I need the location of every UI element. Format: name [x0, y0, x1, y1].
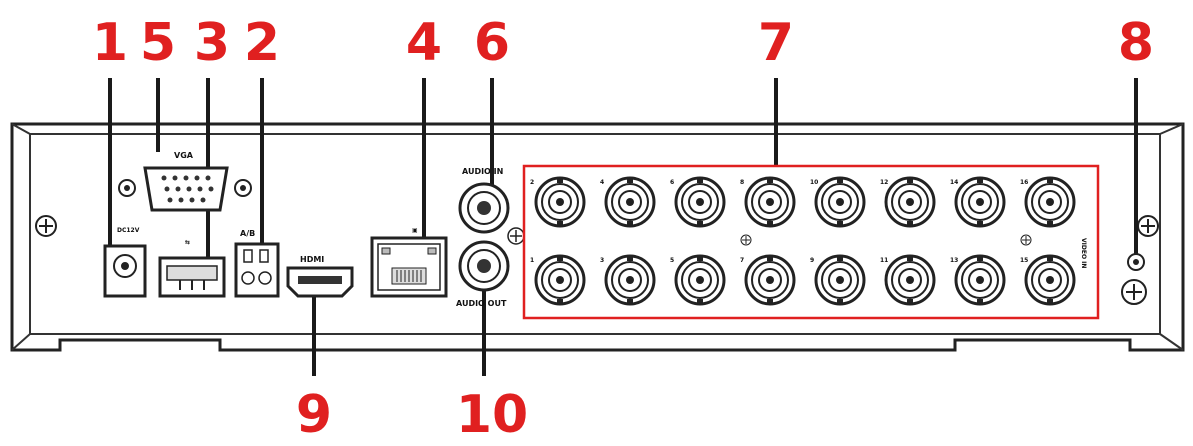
callout-1: 1	[92, 13, 128, 73]
bnc-channel-label: 14	[950, 179, 958, 186]
hdmi-port: HDMI	[286, 255, 354, 298]
ab-label: A/B	[240, 229, 255, 238]
callout-10: 10	[456, 385, 528, 445]
usb-port: ⇆	[158, 239, 226, 298]
video-in-label: VIDEO IN	[1080, 238, 1087, 268]
bnc-video-input-13: 13	[950, 254, 1006, 306]
network-icon: ▣	[412, 227, 418, 234]
audio-out-port: AUDIO OUT	[456, 240, 510, 308]
dc-label: DC12V	[117, 227, 140, 234]
grounding-terminal	[1127, 253, 1145, 271]
bnc-video-input-15: 15	[1020, 254, 1076, 306]
bnc-channel-label: 12	[880, 179, 888, 186]
callout-2: 2	[244, 13, 280, 73]
bnc-video-input-14: 14	[950, 176, 1006, 228]
audio-in-port: AUDIO IN	[458, 167, 510, 234]
bnc-channel-label: 10	[810, 179, 818, 186]
bnc-video-input-7: 7	[740, 254, 796, 306]
callout-8: 8	[1118, 13, 1154, 73]
bnc-channel-label: 13	[950, 257, 958, 264]
hdmi-label: HDMI	[300, 255, 324, 264]
audio-in-label: AUDIO IN	[462, 167, 503, 176]
bnc-channel-label: 7	[740, 257, 744, 264]
bnc-channel-label: 5	[670, 257, 674, 264]
rs485-terminal: A/B	[234, 229, 280, 298]
bnc-video-input-4: 4	[600, 176, 656, 228]
callout-9: 9	[296, 385, 332, 445]
bnc-center-mark-right-icon	[1020, 234, 1032, 246]
bnc-channel-label: 3	[600, 257, 604, 264]
bnc-video-input-3: 3	[600, 254, 656, 306]
callout-4: 4	[406, 13, 442, 73]
callout-3: 3	[194, 13, 230, 73]
bnc-video-input-2: 2	[530, 176, 586, 228]
bnc-video-input-10: 10	[810, 176, 866, 228]
bnc-video-input-9: 9	[810, 254, 866, 306]
bnc-video-input-11: 11	[880, 254, 936, 306]
bnc-channel-label: 8	[740, 179, 744, 186]
bnc-center-mark-icon	[740, 234, 752, 246]
chassis-screw-right-icon	[1137, 215, 1159, 237]
bnc-channel-label: 2	[530, 179, 534, 186]
vga-port: VGA	[118, 151, 252, 212]
chassis-screw-left-icon	[35, 215, 57, 237]
bnc-channel-label: 15	[1020, 257, 1028, 264]
network-port: ▣	[370, 227, 448, 298]
bnc-channel-label: 9	[810, 257, 814, 264]
ground-symbol-icon	[507, 227, 525, 245]
audio-out-label: AUDIO OUT	[456, 299, 507, 308]
callout-6: 6	[474, 13, 510, 73]
bnc-channel-label: 4	[600, 179, 604, 186]
bnc-video-input-5: 5	[670, 254, 726, 306]
mounting-screw-icon	[1121, 279, 1147, 305]
bnc-channel-label: 11	[880, 257, 888, 264]
video-in-highlight-box	[522, 164, 1100, 320]
bnc-video-input-6: 6	[670, 176, 726, 228]
bnc-video-input-12: 12	[880, 176, 936, 228]
bnc-channel-label: 1	[530, 257, 534, 264]
bnc-video-input-16: 16	[1020, 176, 1076, 228]
bnc-channel-label: 16	[1020, 179, 1028, 186]
dc-power-port: DC12V	[103, 227, 147, 298]
bnc-video-input-8: 8	[740, 176, 796, 228]
callout-5: 5	[140, 13, 176, 73]
callout-7: 7	[758, 13, 794, 73]
bnc-video-input-1: 1	[530, 254, 586, 306]
bnc-channel-label: 6	[670, 179, 674, 186]
vga-label: VGA	[174, 151, 194, 160]
usb-icon: ⇆	[185, 239, 190, 246]
